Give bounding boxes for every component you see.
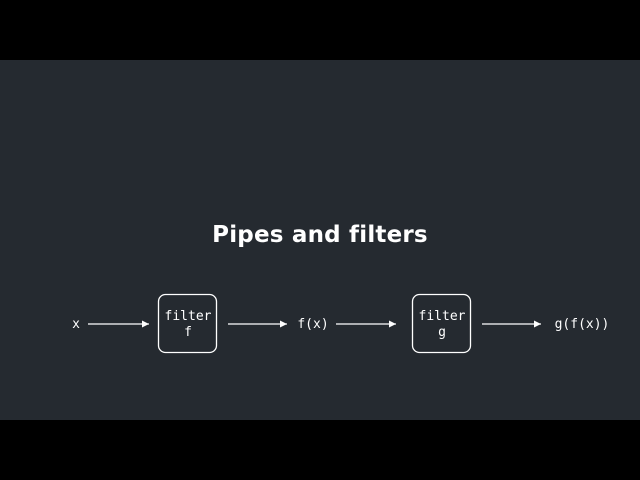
input-label: x <box>72 317 80 332</box>
slide-title: Pipes and filters <box>212 222 428 248</box>
filter-g-line2: g <box>438 325 446 340</box>
filter-f-line2: f <box>184 325 192 340</box>
output-label: g(f(x)) <box>555 317 610 332</box>
filter-f-box: filter f <box>157 293 218 354</box>
slide: Pipes and filters x filter f f(x) filter… <box>0 60 640 420</box>
pipes-and-filters-diagram: x filter f f(x) filter g g(f(x)) <box>72 293 610 354</box>
filter-f-line1: filter <box>165 309 212 324</box>
intermediate-label: f(x) <box>297 317 328 332</box>
filter-g-line1: filter <box>419 309 466 324</box>
filter-g-box: filter g <box>411 293 472 354</box>
filter-f-border <box>157 293 218 354</box>
filter-g-border <box>411 293 472 354</box>
